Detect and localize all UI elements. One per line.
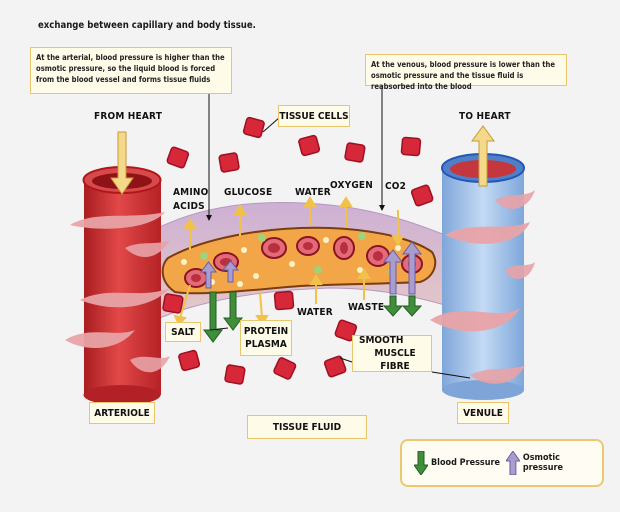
tissue-cell bbox=[273, 290, 295, 311]
tissue-cell bbox=[178, 349, 201, 372]
tissue-cell bbox=[334, 319, 358, 342]
waste-label: WASTE bbox=[348, 302, 385, 313]
tissue-cell bbox=[400, 136, 422, 157]
from-heart-label: FROM HEART bbox=[94, 111, 163, 122]
blood-pressure-arrow bbox=[223, 291, 243, 331]
protein-plasma-label: PROTEIN PLASMA bbox=[240, 320, 292, 356]
protein-plasma-label-1: PROTEIN bbox=[243, 326, 289, 337]
smooth-muscle-label-1: SMOOTH bbox=[359, 335, 404, 346]
osmotic-pressure-arrow bbox=[383, 249, 403, 295]
legend-osmotic-pressure-label: Osmotic pressure bbox=[522, 453, 564, 473]
tissue-cell bbox=[242, 116, 265, 139]
tissue-cells-label: TISSUE CELLS bbox=[278, 105, 350, 127]
tissue-cell bbox=[224, 364, 246, 385]
flow-arrows bbox=[110, 125, 495, 195]
from-heart-arrow bbox=[110, 131, 134, 195]
glucose-label: GLUCOSE bbox=[224, 187, 273, 198]
legend-blood-pressure-label: Blood Pressure bbox=[431, 458, 500, 468]
salt-label: SALT bbox=[165, 322, 201, 342]
tissue-fluid-label: TISSUE FLUID bbox=[247, 415, 367, 439]
venule-vessel bbox=[430, 153, 535, 400]
tissue-cell bbox=[166, 146, 190, 169]
water-top-label: WATER bbox=[295, 187, 331, 198]
amino-acids-label-1: AMINO bbox=[173, 187, 209, 198]
tissue-cell bbox=[162, 293, 184, 314]
to-heart-label: TO HEART bbox=[459, 111, 511, 122]
osmotic-pressure-arrow bbox=[221, 260, 240, 283]
pressure-arrows bbox=[200, 241, 423, 343]
blood-pressure-arrow bbox=[401, 295, 423, 317]
tissue-cell bbox=[298, 134, 321, 157]
protein-plasma-label-2: PLASMA bbox=[245, 339, 287, 350]
oxygen-label: OXYGEN bbox=[330, 180, 374, 191]
arteriole-label: ARTERIOLE bbox=[89, 402, 155, 424]
venule-label: VENULE bbox=[457, 402, 509, 424]
tissue-cells bbox=[162, 116, 434, 385]
water-bottom-label: WATER bbox=[297, 307, 333, 318]
blood-pressure-arrow bbox=[382, 295, 404, 317]
pointer-lines bbox=[206, 86, 471, 379]
arterial-note: At the arterial, blood pressure is highe… bbox=[30, 47, 232, 94]
venous-note: At the venous, blood pressure is lower t… bbox=[365, 54, 567, 91]
co2-label: CO2 bbox=[385, 181, 407, 192]
legend-osmotic-pressure: Osmotic pressure bbox=[506, 451, 602, 475]
amino-acids-label-2: ACIDS bbox=[173, 201, 205, 212]
substance-arrows bbox=[173, 196, 405, 326]
legend-blood-pressure: Blood Pressure bbox=[414, 451, 500, 475]
blood-pressure-arrow bbox=[203, 291, 223, 343]
green-down-arrow-icon bbox=[414, 451, 428, 475]
legend: Blood Pressure Osmotic pressure bbox=[400, 439, 604, 487]
purple-up-arrow-icon bbox=[506, 451, 520, 475]
smooth-muscle-label-2: MUSCLE FIBRE bbox=[374, 348, 416, 372]
osmotic-pressure-arrow bbox=[402, 241, 422, 295]
smooth-muscle-label: SMOOTH MUSCLE FIBRE bbox=[352, 335, 432, 372]
to-heart-arrow bbox=[471, 125, 495, 187]
tissue-cell bbox=[218, 152, 240, 173]
tissue-cell bbox=[273, 357, 297, 380]
osmotic-pressure-arrow bbox=[200, 261, 217, 289]
tissue-cell bbox=[323, 355, 347, 378]
caption: exchange between capillary and body tiss… bbox=[38, 20, 256, 31]
tissue-cell bbox=[410, 184, 434, 207]
tissue-cell bbox=[344, 142, 366, 163]
arteriole-vessel bbox=[65, 166, 170, 405]
